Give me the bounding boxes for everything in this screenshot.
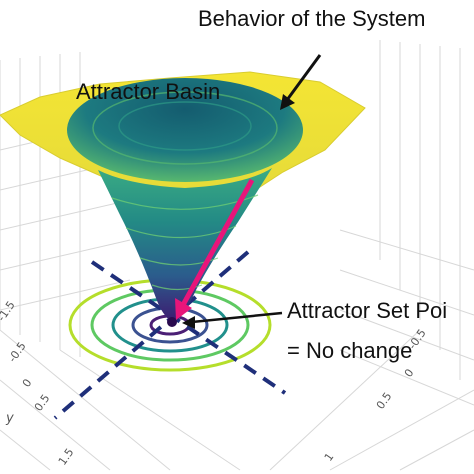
setpoint-label: Attractor Set Poi bbox=[287, 298, 448, 323]
x-tick: 1 bbox=[322, 451, 337, 464]
title-arrow bbox=[280, 54, 322, 110]
basin-label: Attractor Basin bbox=[76, 79, 221, 104]
x-tick: 0.5 bbox=[374, 390, 395, 412]
setpoint-arrow bbox=[182, 311, 283, 329]
funnel-cone bbox=[98, 168, 272, 322]
y-tick: 0.5 bbox=[32, 392, 53, 414]
dashed-axes bbox=[53, 250, 287, 420]
pointer-arrow bbox=[175, 178, 255, 320]
setpoint-sublabel: = No change bbox=[287, 338, 413, 363]
set-point-marker bbox=[167, 317, 177, 327]
y-tick: 1.5 bbox=[56, 446, 77, 468]
y-tick: 0 bbox=[20, 377, 35, 390]
title-label: Behavior of the System bbox=[198, 6, 426, 31]
x-tick: 0 bbox=[402, 367, 417, 380]
background-grid bbox=[0, 40, 474, 471]
y-axis-title: y bbox=[5, 411, 14, 426]
y-tick: -0.5 bbox=[6, 340, 29, 365]
y-tick: -1.5 bbox=[0, 299, 18, 324]
